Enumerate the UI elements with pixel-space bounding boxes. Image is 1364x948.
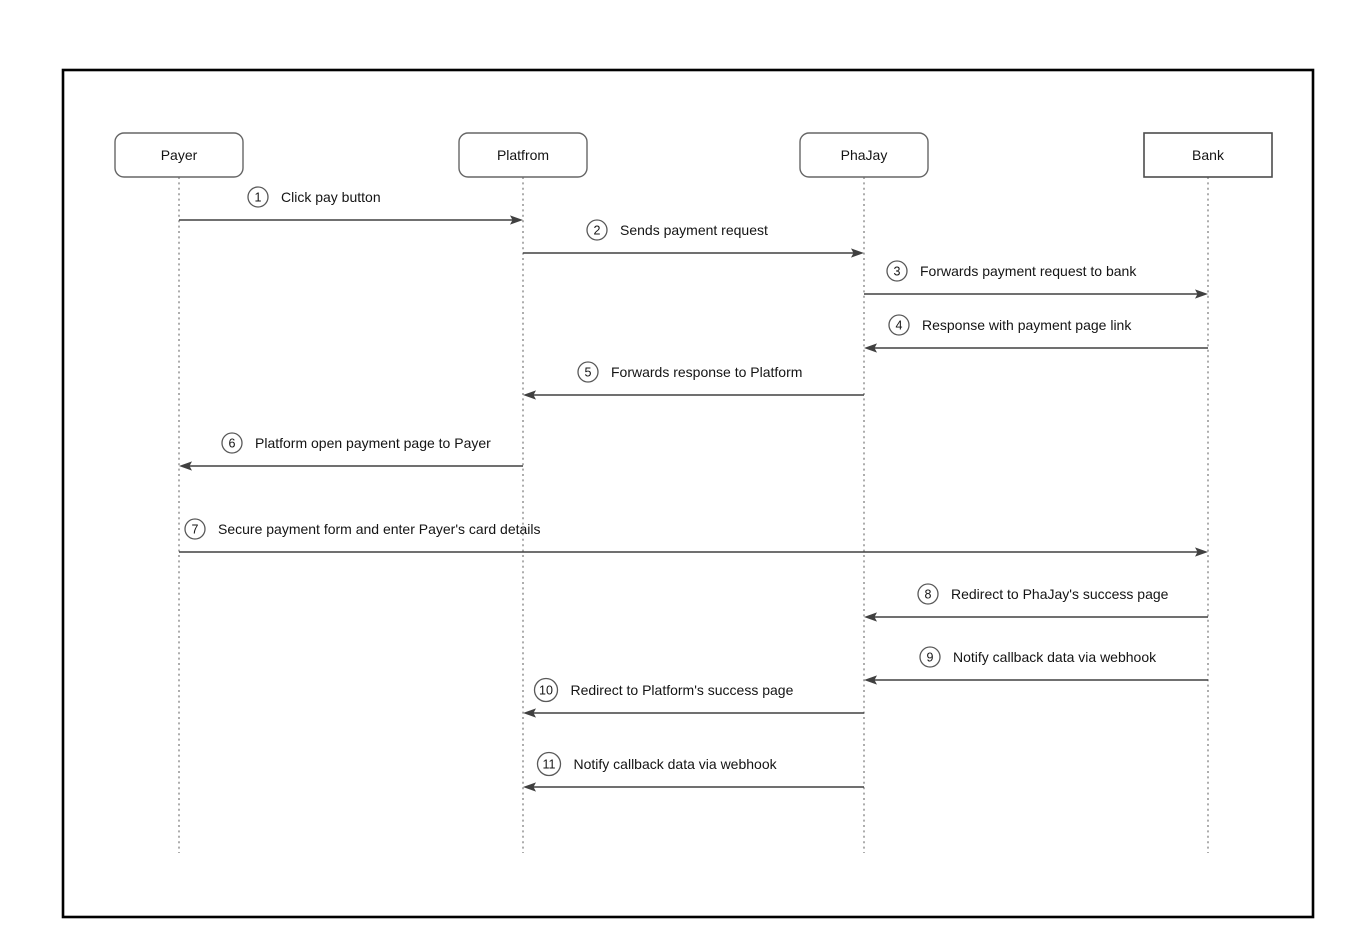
actor-phajay: PhaJay <box>799 132 929 853</box>
message-label-6: Platform open payment page to Payer <box>255 435 491 451</box>
message-5: 5 Forwards response to Platform <box>523 361 864 400</box>
message-4: 4 Response with payment page link <box>864 314 1208 353</box>
message-label-10: Redirect to Platform's success page <box>571 682 794 698</box>
actor-label-payer: Payer <box>161 147 198 163</box>
message-6: 6 Platform open payment page to Payer <box>179 432 523 471</box>
step-number-circle-7 <box>184 518 206 540</box>
step-number-circle-5 <box>577 361 599 383</box>
step-number-4: 4 <box>896 318 903 332</box>
message-1: 1 Click pay button <box>179 186 523 225</box>
actor-box-phajay <box>799 132 929 178</box>
actor-platform: Platfrom <box>458 132 588 853</box>
arrowhead-icon <box>851 248 864 258</box>
message-8: 8 Redirect to PhaJay's success page <box>864 583 1208 622</box>
actor-box-platform <box>458 132 588 178</box>
arrowhead-icon <box>864 675 877 685</box>
actor-label-platform: Platfrom <box>497 147 549 163</box>
step-number-circle-1 <box>247 186 269 208</box>
step-number-2: 2 <box>594 223 601 237</box>
arrowhead-icon <box>864 612 877 622</box>
message-9: 9 Notify callback data via webhook <box>864 646 1208 685</box>
arrowhead-icon <box>1195 547 1208 557</box>
message-label-11: Notify callback data via webhook <box>574 756 778 772</box>
message-10: 10 Redirect to Platform's success page <box>523 677 864 718</box>
arrowhead-icon <box>523 390 536 400</box>
actor-box-bank <box>1143 132 1273 178</box>
message-label-5: Forwards response to Platform <box>611 364 802 380</box>
actor-label-bank: Bank <box>1192 147 1225 163</box>
arrowhead-icon <box>523 708 536 718</box>
message-label-7: Secure payment form and enter Payer's ca… <box>218 521 541 537</box>
message-label-4: Response with payment page link <box>922 317 1132 333</box>
step-number-circle-3 <box>886 260 908 282</box>
step-number-circle-2 <box>586 219 608 241</box>
step-number-circle-11 <box>536 751 562 777</box>
step-number-8: 8 <box>925 587 932 601</box>
step-number-circle-10 <box>533 677 559 703</box>
message-label-8: Redirect to PhaJay's success page <box>951 586 1169 602</box>
arrowhead-icon <box>864 343 877 353</box>
step-number-3: 3 <box>894 264 901 278</box>
diagram-border <box>61 68 1315 919</box>
arrowhead-icon <box>179 461 192 471</box>
step-number-circle-6 <box>221 432 243 454</box>
step-number-circle-9 <box>919 646 941 668</box>
actor-payer: Payer <box>114 132 244 853</box>
actor-label-phajay: PhaJay <box>841 147 888 163</box>
actor-box-payer <box>114 132 244 178</box>
arrowhead-icon <box>510 215 523 225</box>
step-number-1: 1 <box>255 190 262 204</box>
step-number-circle-4 <box>888 314 910 336</box>
arrowhead-icon <box>523 782 536 792</box>
message-3: 3 Forwards payment request to bank <box>864 260 1208 299</box>
message-label-2: Sends payment request <box>620 222 768 238</box>
step-number-7: 7 <box>192 522 199 536</box>
message-7: 7 Secure payment form and enter Payer's c… <box>179 518 1208 557</box>
message-11: 11 Notify callback data via webhook <box>523 751 864 792</box>
step-number-9: 9 <box>927 650 934 664</box>
step-number-10: 10 <box>539 683 553 697</box>
step-number-5: 5 <box>585 365 592 379</box>
message-label-3: Forwards payment request to bank <box>920 263 1137 279</box>
arrowhead-icon <box>1195 289 1208 299</box>
message-2: 2 Sends payment request <box>523 219 864 258</box>
step-number-circle-8 <box>917 583 939 605</box>
actor-bank: Bank <box>1143 132 1273 853</box>
step-number-6: 6 <box>229 436 236 450</box>
message-label-9: Notify callback data via webhook <box>953 649 1157 665</box>
step-number-11: 11 <box>543 757 556 771</box>
message-label-1: Click pay button <box>281 189 381 205</box>
